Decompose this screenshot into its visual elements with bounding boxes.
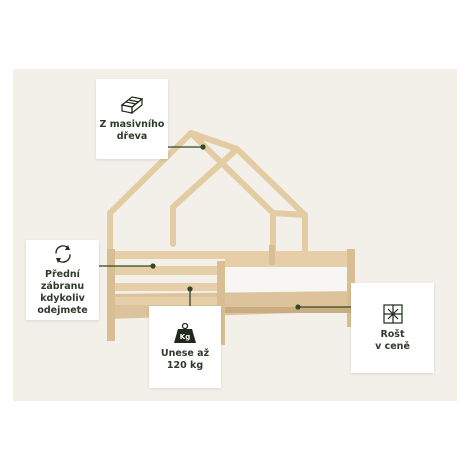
rotate-arrows-icon: [54, 245, 71, 263]
right-rail-top: [225, 259, 355, 267]
feature-label-solid-wood: Z masivního dřeva: [99, 119, 165, 142]
front-rail-low: [110, 297, 222, 305]
front-left-post: [107, 249, 115, 341]
back-post: [269, 245, 275, 265]
feature-label-removable-rail: Přední zábranu kdykoliv odejmete: [37, 269, 88, 316]
weight-kg-icon: Kg: [173, 322, 197, 344]
slat-base-edge: [225, 307, 355, 313]
feature-card-slatted-base: Rošt v ceně: [351, 283, 434, 373]
leader-dots: [150, 144, 301, 310]
feature-card-load-capacity: Kg Unese až 120 kg: [149, 306, 221, 388]
front-rail-top: [110, 266, 222, 275]
roof-frame: [107, 130, 308, 272]
feature-label-slatted-base: Rošt v ceně: [375, 329, 410, 352]
leader-lines: [99, 146, 351, 308]
front-middle-post: [217, 261, 225, 345]
back-rail: [110, 251, 355, 259]
feature-card-solid-wood: Z masivního dřeva: [96, 79, 168, 159]
feature-label-load-capacity: Unese až 120 kg: [160, 348, 210, 371]
front-rail-mid: [110, 283, 222, 291]
weight-icon-text: Kg: [179, 333, 191, 341]
wood-log-icon: [120, 96, 144, 115]
slatted-base-icon: [382, 304, 403, 324]
feature-card-removable-rail: Přední zábranu kdykoliv odejmete: [26, 240, 99, 320]
